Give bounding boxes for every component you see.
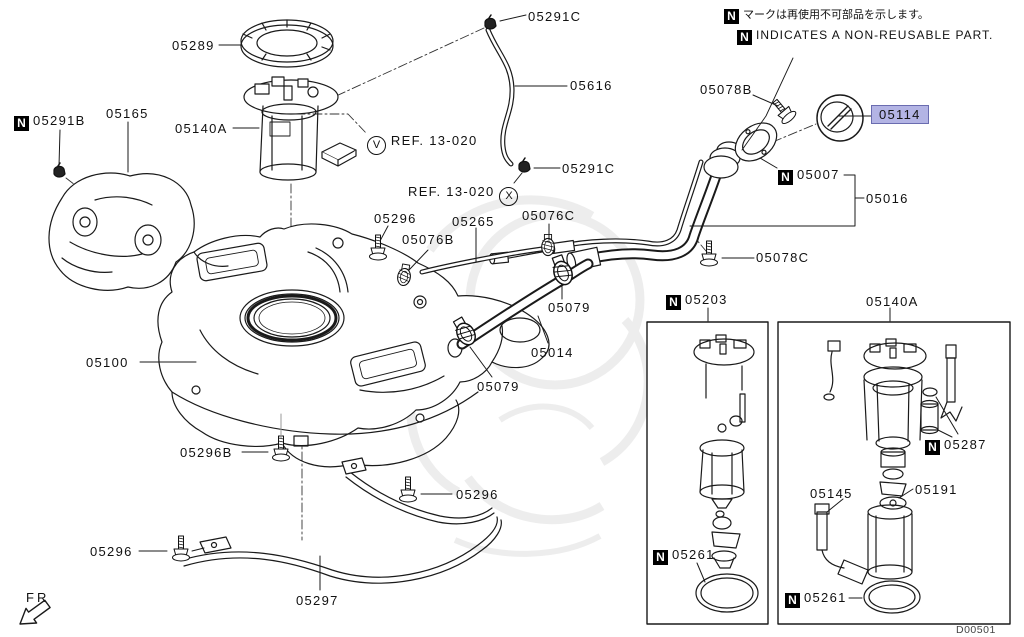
note-en-text: INDICATES A NON-REUSABLE PART. [756,28,994,42]
inset-box-pump-sender [646,321,769,625]
part-label-05296-bottom: 05296 [90,544,133,559]
breather-hose-drawing [53,14,531,178]
ref-label-x: REF. 13-020 X [408,184,519,206]
ref-circle-x: X [499,187,519,206]
fuel-pump-module-drawing [240,19,357,181]
fuel-tank-drawing [157,223,550,468]
part-label-05296-mid: 05296 [456,487,499,502]
part-label-05296-top: 05296 [374,211,417,226]
part-label-05165: 05165 [106,106,149,121]
part-label-05145: 05145 [810,486,853,501]
fr-direction-label: FR [26,590,50,605]
diagram-code: D00501 [956,624,996,636]
part-label-05297: 05297 [296,593,339,608]
part-label-05616: 05616 [570,78,613,93]
note-non-reusable-jp: N マークは再使用不可部品を示します。 [724,6,929,24]
non-reusable-icon: N [724,9,739,24]
non-reusable-icon: N [737,30,752,45]
part-label-05289: 05289 [172,38,215,53]
tank-straps-drawing [181,457,502,584]
part-label-05078c: 05078C [756,250,810,265]
part-label-05076c: 05076C [522,208,576,223]
part-label-05296b: 05296B [180,445,233,460]
non-reusable-icon: N [925,440,940,455]
ref-label-v: V REF. 13-020 [367,133,477,155]
fr-arrow-icon [19,599,51,625]
part-label-05016: 05016 [866,191,909,206]
non-reusable-icon: N [666,295,681,310]
part-label-05014: 05014 [531,345,574,360]
part-label-05079-lower: 05079 [477,379,520,394]
leader-lines [58,14,959,599]
part-label-05079-right: 05079 [548,300,591,315]
part-label-05291c-mid: 05291C [562,161,616,176]
note-non-reusable-en: N INDICATES A NON-REUSABLE PART. [737,27,993,45]
part-label-05076b: 05076B [402,232,455,247]
non-reusable-icon: N [14,116,29,131]
part-label-05291c-top: 05291C [528,9,582,24]
part-label-05114-highlighted[interactable]: 05114 [871,105,929,124]
part-label-05265: 05265 [452,214,495,229]
ref-circle-v: V [367,136,386,155]
non-reusable-icon: N [785,593,800,608]
part-label-05191: 05191 [915,482,958,497]
part-label-05140a-box: 05140A [866,294,919,309]
non-reusable-icon: N [778,170,793,185]
non-reusable-icon: N [653,550,668,565]
note-jp-text: マークは再使用不可部品を示します。 [743,9,929,21]
part-label-05140a: 05140A [175,121,228,136]
part-label-05078b: 05078B [700,82,753,97]
part-label-05100: 05100 [86,355,129,370]
inset-box-pump-exploded [777,321,1011,625]
heat-shield-drawing [48,172,195,291]
